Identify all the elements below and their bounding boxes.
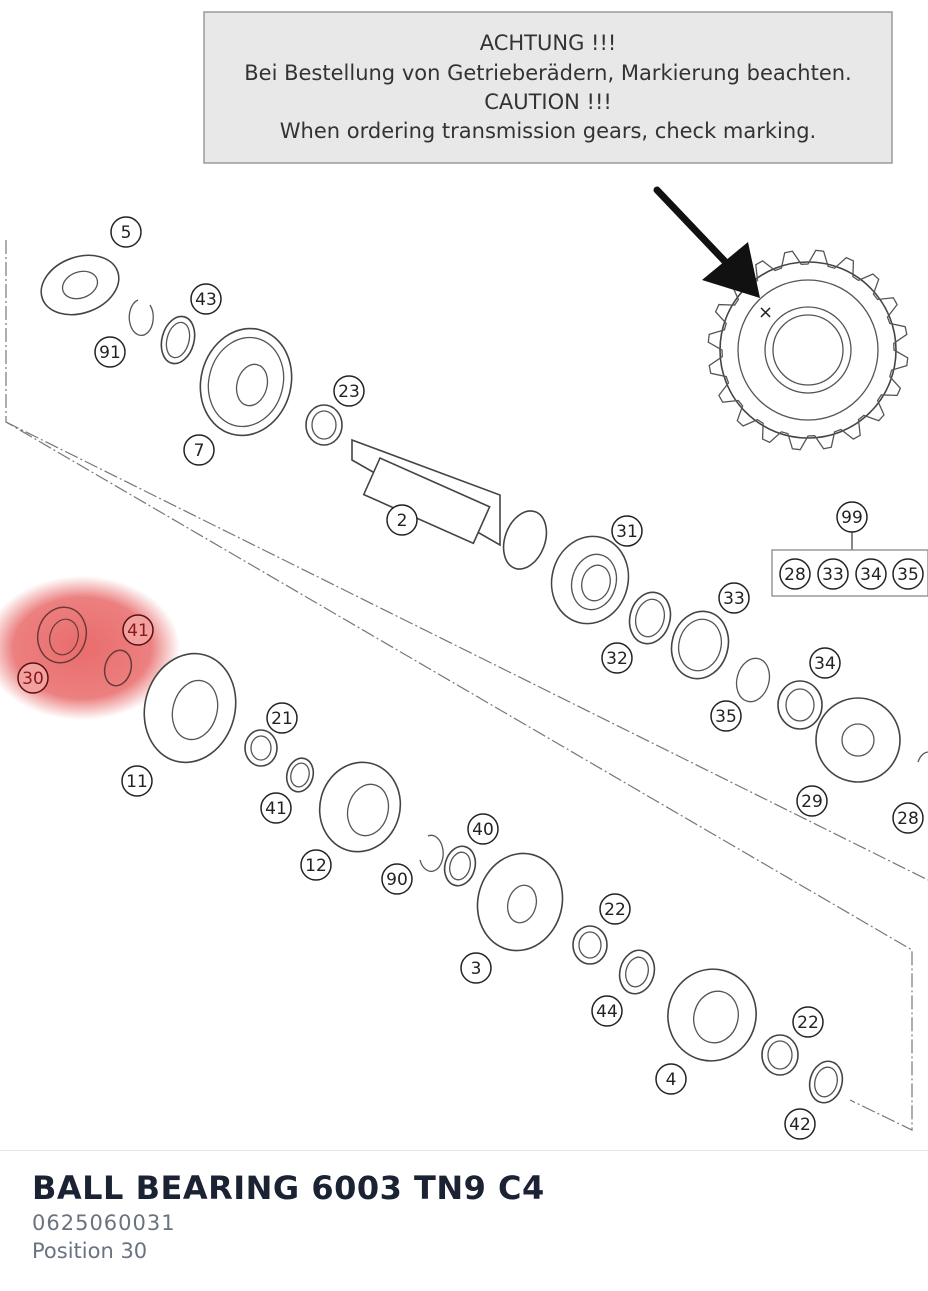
svg-text:41: 41 — [265, 799, 287, 819]
svg-text:12: 12 — [305, 856, 327, 876]
marking-arrow — [653, 186, 760, 298]
position-label[interactable]: 7 — [183, 434, 215, 466]
svg-text:×: × — [758, 302, 773, 323]
svg-text:3: 3 — [471, 959, 482, 979]
svg-text:23: 23 — [338, 382, 360, 402]
position-label[interactable]: 43 — [190, 283, 222, 315]
svg-text:33: 33 — [723, 589, 745, 609]
svg-text:28: 28 — [897, 809, 919, 829]
position-label[interactable]: 90 — [381, 863, 413, 895]
position-label[interactable]: 31 — [611, 515, 643, 547]
position-label[interactable]: 28 — [779, 558, 811, 590]
shaft-group-frame — [5, 240, 913, 1131]
svg-text:22: 22 — [604, 900, 626, 920]
position-label[interactable]: 29 — [796, 785, 828, 817]
svg-text:4: 4 — [666, 1070, 677, 1090]
svg-text:29: 29 — [801, 792, 823, 812]
svg-text:22: 22 — [797, 1013, 819, 1033]
kit-99-group — [771, 532, 928, 597]
svg-text:2: 2 — [397, 511, 408, 531]
svg-text:32: 32 — [606, 649, 628, 669]
position-label[interactable]: 5 — [110, 216, 142, 248]
position-label[interactable]: 34 — [855, 558, 887, 590]
position-label[interactable]: 11 — [121, 765, 153, 797]
position-label-highlighted[interactable]: 41 — [122, 614, 154, 646]
svg-text:28: 28 — [784, 565, 806, 585]
position-label[interactable]: 2 — [386, 504, 418, 536]
position-label[interactable]: 3 — [460, 952, 492, 984]
part-position: Position 30 — [32, 1239, 148, 1263]
position-label[interactable]: 33 — [817, 558, 849, 590]
upper-shaft-parts — [40, 254, 928, 783]
svg-text:41: 41 — [127, 621, 149, 641]
position-label[interactable]: 22 — [792, 1006, 824, 1038]
svg-text:42: 42 — [789, 1115, 811, 1135]
svg-text:44: 44 — [596, 1002, 618, 1022]
svg-text:33: 33 — [822, 565, 844, 585]
svg-text:34: 34 — [860, 565, 882, 585]
part-number: 0625060031 — [32, 1211, 176, 1235]
gear-tooth-outline — [707, 249, 909, 451]
caution-box: ACHTUNG !!! Bei Bestellung von Getrieber… — [203, 11, 893, 164]
svg-text:91: 91 — [99, 343, 121, 363]
position-label[interactable]: 35 — [892, 558, 924, 590]
svg-text:30: 30 — [22, 669, 44, 689]
position-label[interactable]: 12 — [300, 849, 332, 881]
position-label[interactable]: 33 — [718, 582, 750, 614]
svg-text:31: 31 — [616, 522, 638, 542]
position-label[interactable]: 28 — [892, 802, 924, 834]
position-label[interactable]: 40 — [467, 813, 499, 845]
position-label[interactable]: 99 — [836, 501, 868, 533]
position-label[interactable]: 41 — [260, 792, 292, 824]
caution-line-achtung: ACHTUNG !!! — [480, 31, 617, 55]
gear-teeth — [707, 249, 909, 451]
position-label[interactable]: 42 — [784, 1108, 816, 1140]
position-label[interactable]: 4 — [655, 1063, 687, 1095]
position-label[interactable]: 21 — [266, 702, 298, 734]
svg-text:90: 90 — [386, 870, 408, 890]
svg-text:40: 40 — [472, 820, 494, 840]
position-label[interactable]: 32 — [601, 642, 633, 674]
caution-line-english: When ordering transmission gears, check … — [280, 119, 816, 143]
position-labels: 5 43 91 7 23 2 31 99 28 33 34 35 33 32 3… — [17, 216, 924, 1140]
svg-text:43: 43 — [195, 290, 217, 310]
svg-text:5: 5 — [121, 223, 132, 243]
position-label[interactable]: 91 — [94, 336, 126, 368]
svg-text:34: 34 — [814, 654, 836, 674]
position-label[interactable]: 34 — [809, 647, 841, 679]
part-name: BALL BEARING 6003 TN9 C4 — [32, 1169, 545, 1207]
position-label[interactable]: 35 — [710, 700, 742, 732]
shaft-divider-line — [5, 421, 928, 881]
exploded-parts-diagram: ACHTUNG !!! Bei Bestellung von Getrieber… — [0, 11, 928, 1140]
svg-text:11: 11 — [126, 772, 148, 792]
svg-text:7: 7 — [194, 441, 205, 461]
marking-gear-detail: × — [707, 249, 909, 451]
svg-text:21: 21 — [271, 709, 293, 729]
position-label[interactable]: 22 — [599, 893, 631, 925]
position-label[interactable]: 23 — [333, 375, 365, 407]
svg-text:99: 99 — [841, 508, 863, 528]
part-info-panel: BALL BEARING 6003 TN9 C4 0625060031 Posi… — [0, 1150, 928, 1291]
svg-text:35: 35 — [897, 565, 919, 585]
caution-line-german: Bei Bestellung von Getrieberädern, Marki… — [244, 61, 851, 85]
svg-text:35: 35 — [715, 707, 737, 727]
caution-line-caution: CAUTION !!! — [484, 90, 612, 114]
position-label-highlighted[interactable]: 30 — [17, 662, 49, 694]
position-label[interactable]: 44 — [591, 995, 623, 1027]
